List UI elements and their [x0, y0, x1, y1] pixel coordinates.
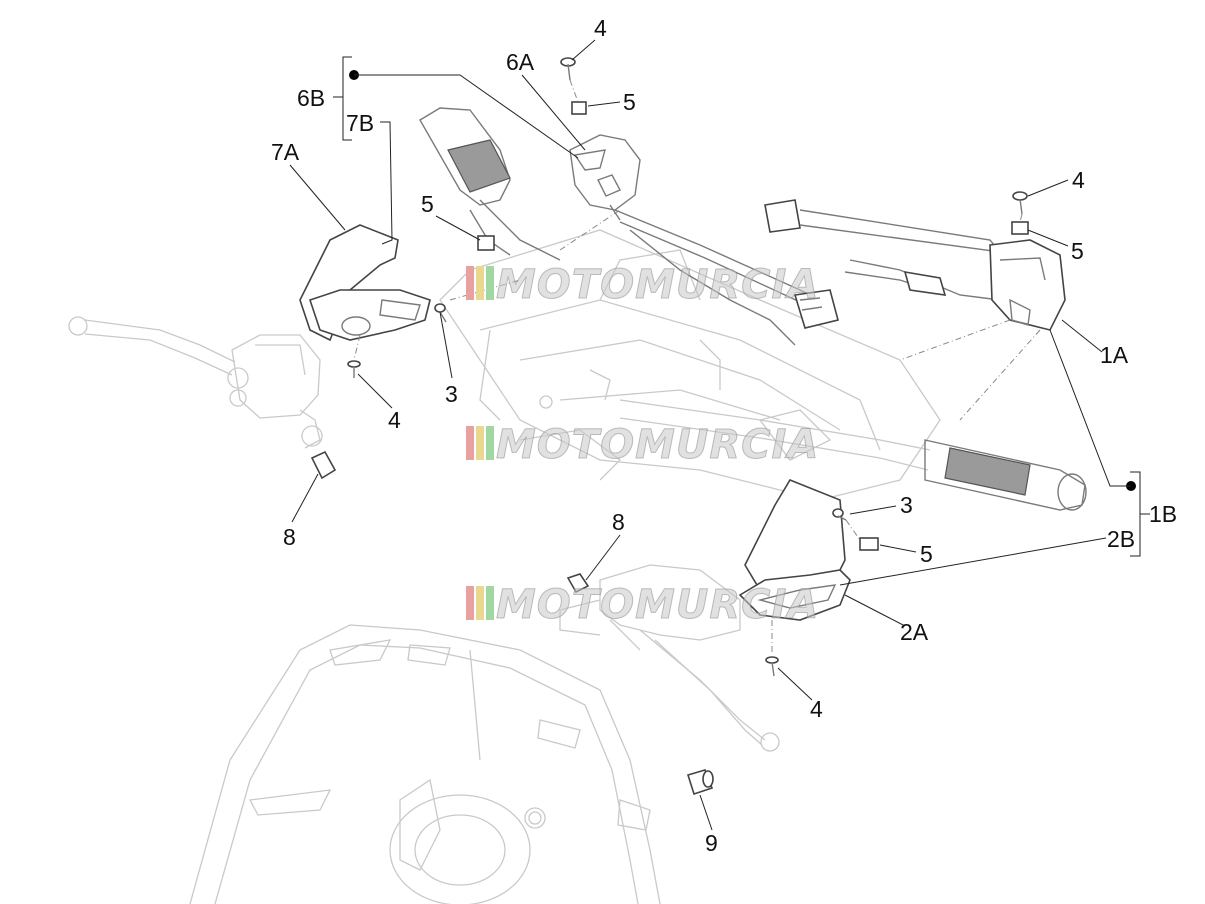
callout-5-right: 5	[1071, 238, 1084, 264]
callout-1B: 1B	[1149, 501, 1177, 527]
right-switch-1A	[764, 199, 1066, 331]
right-grip	[619, 399, 1087, 511]
callout-7A: 7A	[271, 139, 300, 165]
screw-4-left	[347, 360, 361, 378]
callout-5-top: 5	[623, 89, 636, 115]
callout-8-mid: 8	[612, 509, 625, 535]
callout-4-right: 4	[1072, 167, 1085, 193]
right-brake-lever	[559, 564, 780, 752]
headset-frame	[439, 229, 941, 501]
bulb-8-mid	[566, 573, 590, 594]
screw-4-top	[560, 57, 576, 81]
fasteners	[310, 57, 1029, 796]
front-shield	[189, 624, 661, 904]
callout-4-left: 4	[388, 407, 401, 433]
callout-6B: 6B	[297, 85, 325, 111]
callout-3-left: 3	[445, 381, 458, 407]
callout-5-left: 5	[421, 191, 434, 217]
clip-5-mid	[859, 537, 879, 551]
callout-4-bottom: 4	[810, 696, 823, 722]
callout-9: 9	[705, 830, 718, 856]
callout-3-right: 3	[900, 492, 913, 518]
watermark-text: MOTOMURCIA	[496, 422, 819, 468]
callout-4-top: 4	[594, 15, 607, 41]
clip-5-left	[477, 235, 495, 251]
callout-2A: 2A	[900, 619, 929, 645]
screw-4-right	[1012, 191, 1028, 215]
callout-6A: 6A	[506, 49, 535, 75]
screw-4-bottom	[765, 656, 779, 677]
leader-lines	[289, 39, 1150, 831]
callout-1A: 1A	[1100, 342, 1129, 368]
watermark-middle: MOTOMURCIA	[466, 422, 819, 469]
screw-3-right	[832, 508, 847, 521]
watermark-bottom: MOTOMURCIA	[466, 582, 819, 629]
wiring-harness-left	[614, 209, 839, 346]
clip-5-top	[571, 101, 587, 115]
callout-8-left: 8	[283, 524, 296, 550]
callouts: 6B 7B 7A 6A 4 5 5 4 5 1A 3 4 8 3 1B 2B 5…	[271, 15, 1177, 856]
left-switch-6A	[569, 134, 641, 221]
switch-cover-2A	[738, 479, 851, 621]
bulb-8-left	[310, 450, 337, 480]
watermark-text: MOTOMURCIA	[496, 582, 819, 628]
watermark-text: MOTOMURCIA	[496, 262, 819, 308]
assembly-lines	[353, 79, 1041, 655]
callout-7B: 7B	[346, 110, 374, 136]
left-grip	[419, 107, 561, 261]
callout-5-mid: 5	[920, 541, 933, 567]
switch-cover-7A	[299, 224, 431, 342]
clip-5-right	[1011, 221, 1029, 235]
socket-9	[686, 769, 714, 796]
left-brake-lever	[68, 316, 323, 449]
callout-2B: 2B	[1107, 526, 1135, 552]
watermark-top: MOTOMURCIA	[466, 262, 819, 309]
